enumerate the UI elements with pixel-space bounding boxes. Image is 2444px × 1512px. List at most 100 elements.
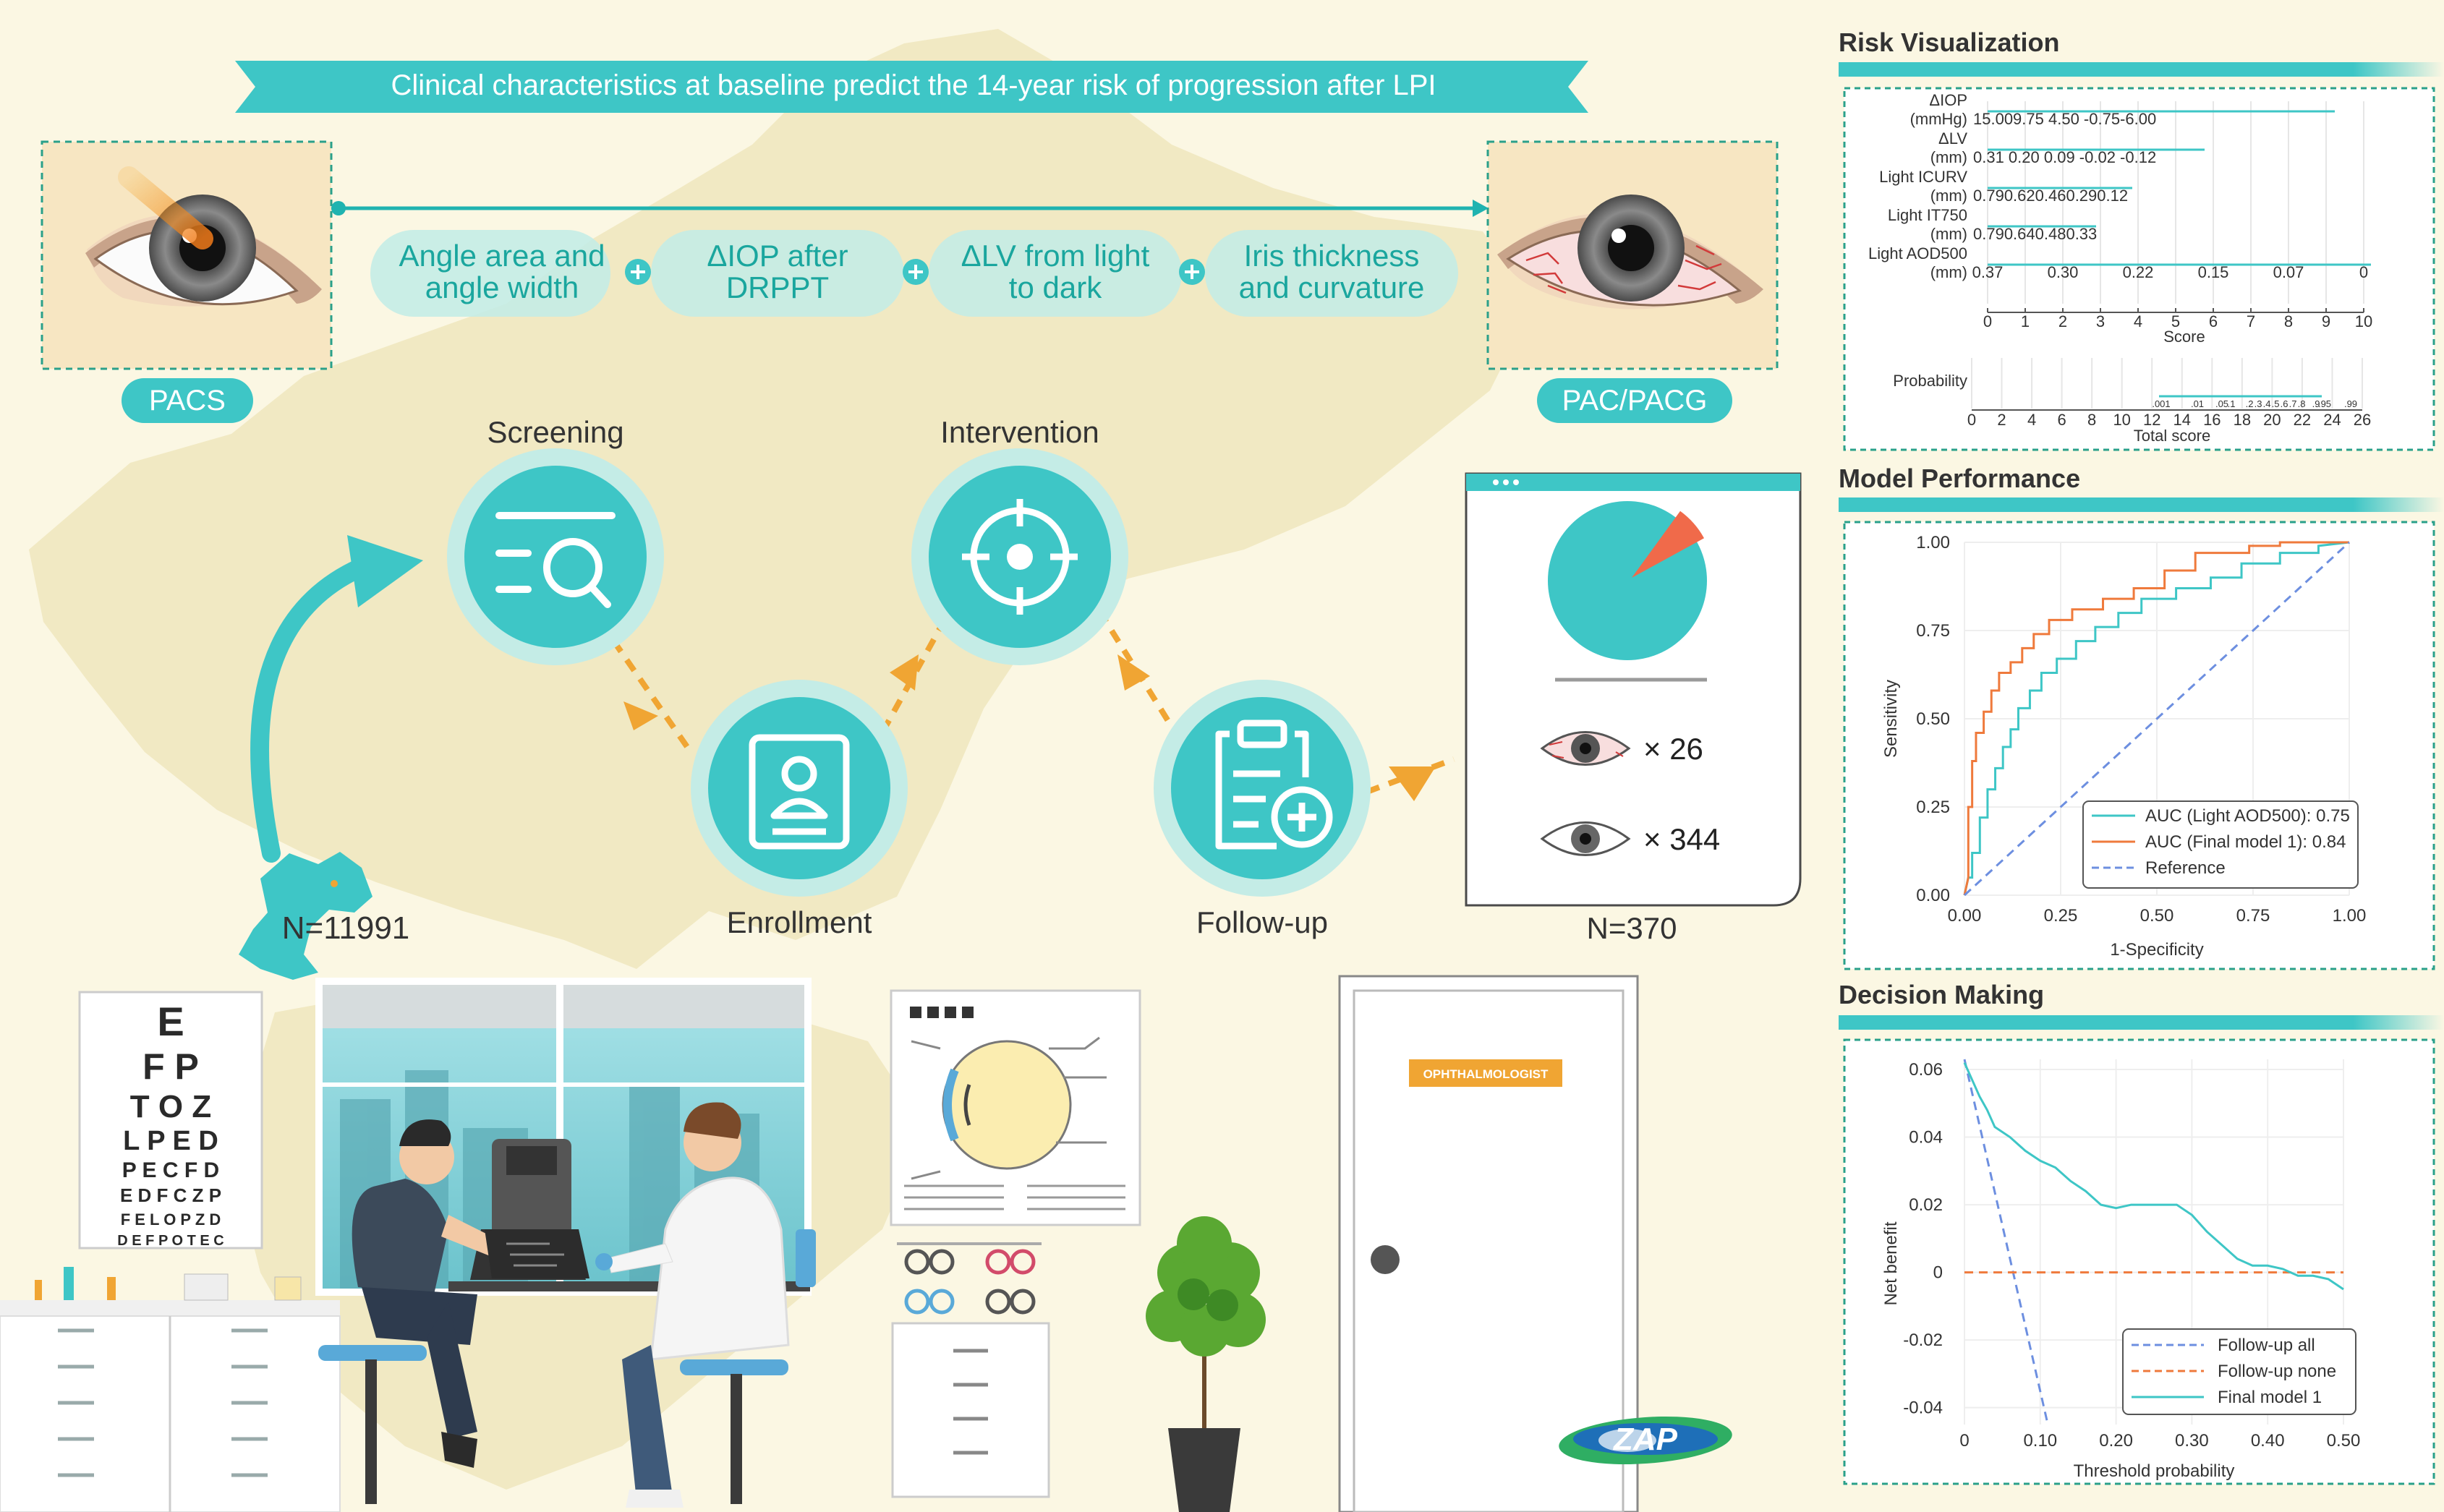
feature-pill-iop: ΔIOP after DRPPT: [651, 230, 904, 317]
nomogram-variable-name: ΔLV: [1938, 129, 1967, 148]
score-label: Score: [2163, 328, 2205, 346]
roc-series-line: [1963, 541, 2349, 896]
total-score-tick: 20: [2263, 411, 2281, 429]
roc-series-line: [1963, 541, 2350, 896]
svg-text:ΔIOP after: ΔIOP after: [707, 239, 848, 273]
clipboard-icon: [1215, 719, 1333, 850]
feature-pill-angle: Angle area and angle width: [370, 230, 610, 317]
dca-xlabel: Threshold probability: [2074, 1461, 2235, 1481]
dca-series-line: [1963, 1059, 2049, 1425]
svg-text:Iris thickness: Iris thickness: [1244, 239, 1420, 273]
roc-ytick: 0.75: [1916, 621, 1950, 641]
total-score-tick: 22: [2294, 411, 2311, 429]
model-performance-panel: Model Performance 0.000.250.500.751.000.…: [1839, 464, 2444, 970]
score-tick: 3: [2096, 312, 2105, 330]
feature-pills: Angle area and angle width ΔIOP after DR…: [370, 230, 1458, 317]
dca-xtick: 0.40: [2251, 1431, 2285, 1451]
roc-xlabel: 1-Specificity: [2110, 940, 2203, 960]
progression-arrow: [331, 200, 1489, 217]
n-final: N=370: [1587, 911, 1677, 945]
total-score-tick: 6: [2057, 411, 2066, 429]
roc-ylabel: Sensitivity: [1881, 680, 1901, 758]
nomogram-variable-unit: (mmHg): [1910, 110, 1967, 128]
total-score-tick: 12: [2143, 411, 2160, 429]
score-tick: 2: [2058, 312, 2067, 330]
nomogram-tick: 0.790.640.480.33: [1973, 225, 2097, 243]
svg-text:DRPPT: DRPPT: [726, 270, 829, 304]
roc-xtick: 0.25: [2044, 906, 2078, 926]
probability-tick: .01: [2191, 398, 2204, 409]
normal-eye-icon: [1540, 821, 1631, 856]
performance-panel-title: Model Performance: [1839, 464, 2080, 493]
pacg-label: PAC/PACG: [1562, 385, 1708, 417]
svg-text:ΔLV from light: ΔLV from light: [961, 239, 1150, 273]
score-tick: 1: [2021, 312, 2030, 330]
healthy-eye-icon: [85, 166, 322, 307]
dca-xtick: 0.20: [2099, 1431, 2133, 1451]
curved-arrow: [250, 535, 423, 863]
pacs-label: PACS: [149, 385, 226, 417]
pie-slice-progressed: [1632, 511, 1705, 578]
total-score-tick: 0: [1967, 411, 1976, 429]
target-icon: [962, 499, 1078, 615]
probability-tick: .9: [2312, 398, 2320, 409]
laptop: [485, 1229, 589, 1278]
stable-count: × 344: [1643, 822, 1720, 856]
dca-ytick: -0.04: [1903, 1398, 1943, 1418]
eye-chart-row: E: [157, 999, 184, 1044]
dca-xtick: 0: [1959, 1431, 1969, 1451]
zap-logo: ZAP: [1559, 1416, 1732, 1465]
roc-ytick: 1.00: [1916, 533, 1950, 552]
roc-ytick: 0.25: [1916, 798, 1950, 817]
dca-series-line: [1963, 1062, 2344, 1291]
score-tick: 6: [2209, 312, 2218, 330]
pacs-eye-panel: PACS: [41, 140, 333, 423]
feature-pill-lv: ΔLV from light to dark: [929, 230, 1182, 317]
step-followup: Follow-up: [1154, 680, 1371, 939]
glasses-cabinet: [891, 1242, 1050, 1498]
progressed-count: × 26: [1643, 732, 1703, 766]
step-intervention: Intervention: [911, 415, 1128, 665]
eye-chart-letters: EF PT O ZL P E DP E C F DE D F C Z PF E …: [117, 999, 223, 1249]
eye-anatomy-poster: [890, 989, 1141, 1226]
eye-chart-row: F P: [142, 1046, 199, 1087]
roc-legend-label: Reference: [2145, 858, 2226, 878]
nomogram-variable-name: Light ICURV: [1879, 168, 1967, 186]
nomogram-tick: 0.31 0.20 0.09 -0.02 -0.12: [1973, 148, 2156, 166]
nomogram-tick: 0.22: [2123, 263, 2154, 281]
eye-chart-row: P E C F D: [122, 1158, 219, 1182]
dca-legend-label: Follow-up none: [2218, 1362, 2336, 1381]
score-tick: 9: [2322, 312, 2330, 330]
eye-chart-row: T O Z: [130, 1089, 211, 1124]
score-tick: 5: [2171, 312, 2180, 330]
total-score-tick: 24: [2323, 411, 2341, 429]
nomogram: ΔIOP(mmHg)15.009.75 4.50 -0.75-6.00ΔLV(m…: [1868, 91, 2372, 445]
door-sign: OPHTHALMOLOGIST: [1423, 1067, 1549, 1081]
probability-tick: .3: [2254, 398, 2262, 409]
nomogram-variable-unit: (mm): [1930, 263, 1967, 281]
nomogram-variable-name: Light AOD500: [1868, 244, 1967, 262]
plus-icon: [1179, 259, 1205, 285]
nomogram-tick: 0.790.620.460.290.12: [1973, 187, 2128, 205]
logo-text: ZAP: [1612, 1422, 1678, 1457]
dca-ytick: -0.02: [1903, 1331, 1943, 1350]
step-screening: Screening: [447, 415, 664, 665]
red-eye-icon: [1540, 731, 1631, 766]
dca-xtick: 0.30: [2175, 1431, 2209, 1451]
nomogram-tick: 0: [2359, 263, 2368, 281]
potted-plant: [1146, 1216, 1266, 1512]
probability-tick: .4: [2263, 398, 2271, 409]
dca-legend-label: Follow-up all: [2218, 1336, 2315, 1355]
id-card-icon: [749, 734, 850, 850]
nomogram-variable-name: ΔIOP: [1929, 91, 1967, 109]
probability-tick: .2: [2246, 398, 2254, 409]
nomogram-tick: 0.30: [2048, 263, 2079, 281]
total-score-label: Total score: [2134, 427, 2210, 445]
step-enrollment-label: Enrollment: [727, 905, 872, 939]
nomogram-tick: 0.07: [2273, 263, 2304, 281]
dca-ytick: 0.02: [1909, 1195, 1943, 1215]
dca-xtick: 0.50: [2327, 1431, 2361, 1451]
step-enrollment: Enrollment: [691, 680, 908, 939]
